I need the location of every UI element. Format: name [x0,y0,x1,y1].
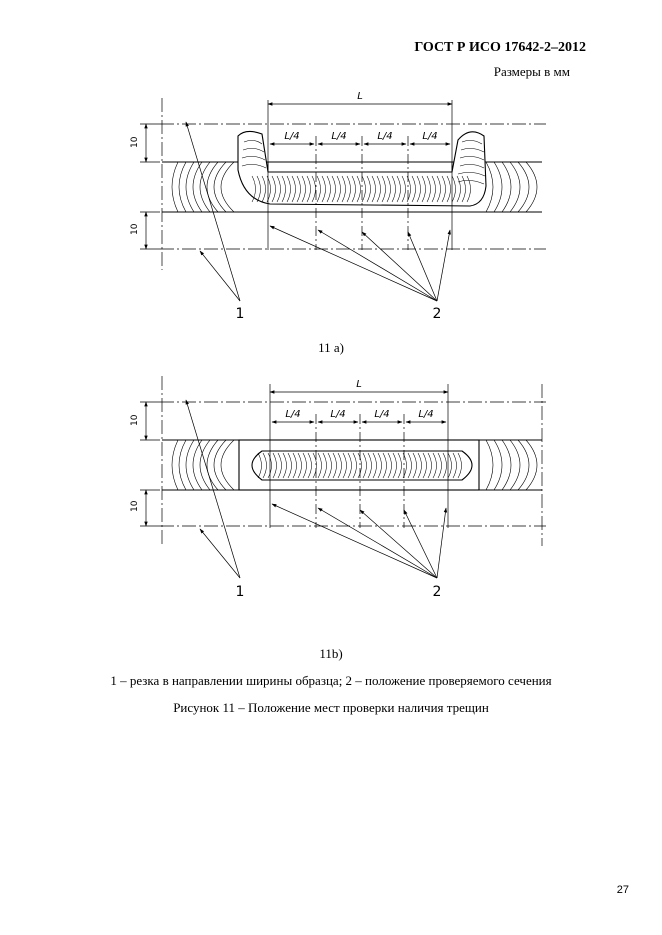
figure-caption: Рисунок 11 – Положение мест проверки нал… [173,700,489,715]
dimension-quarter-label-b3: L/4 [374,409,389,420]
figure-11a-caption: 11 а) [318,340,344,355]
callout-2-a: 2 [433,306,442,322]
dimension-quarter-label-b1: L/4 [285,409,300,420]
standard-designation: ГОСТ Р ИСО 17642-2–2012 [414,40,586,55]
dimension-l-label-a: L [357,91,363,102]
dimension-quarter-label-b2: L/4 [330,409,345,420]
dimension-l-label-b: L [356,379,362,390]
callout-2-b: 2 [433,584,442,600]
dimension-quarter-label-a3: L/4 [377,131,392,142]
callout-1-a: 1 [236,306,245,322]
figure-11b-drawing [140,376,546,579]
figure-11b-caption: 11b) [319,646,343,661]
dimension-quarter-label-a4: L/4 [422,131,437,142]
figure-legend: 1 – резка в направлении ширины образца; … [110,673,552,688]
dimension-quarter-label-a1: L/4 [284,131,299,142]
units-note: Размеры в мм [493,64,570,79]
dimension-10-lower-b: 10 [130,500,140,512]
dimension-quarter-label-a2: L/4 [331,131,346,142]
figure-11a-drawing [140,98,546,302]
dimension-10-upper-a: 10 [130,136,140,148]
dimension-quarter-label-b4: L/4 [418,409,433,420]
dimension-10-upper-b: 10 [130,414,140,426]
dimension-10-lower-a: 10 [130,223,140,235]
callout-1-b: 1 [236,584,245,600]
page-number: 27 [616,884,629,896]
